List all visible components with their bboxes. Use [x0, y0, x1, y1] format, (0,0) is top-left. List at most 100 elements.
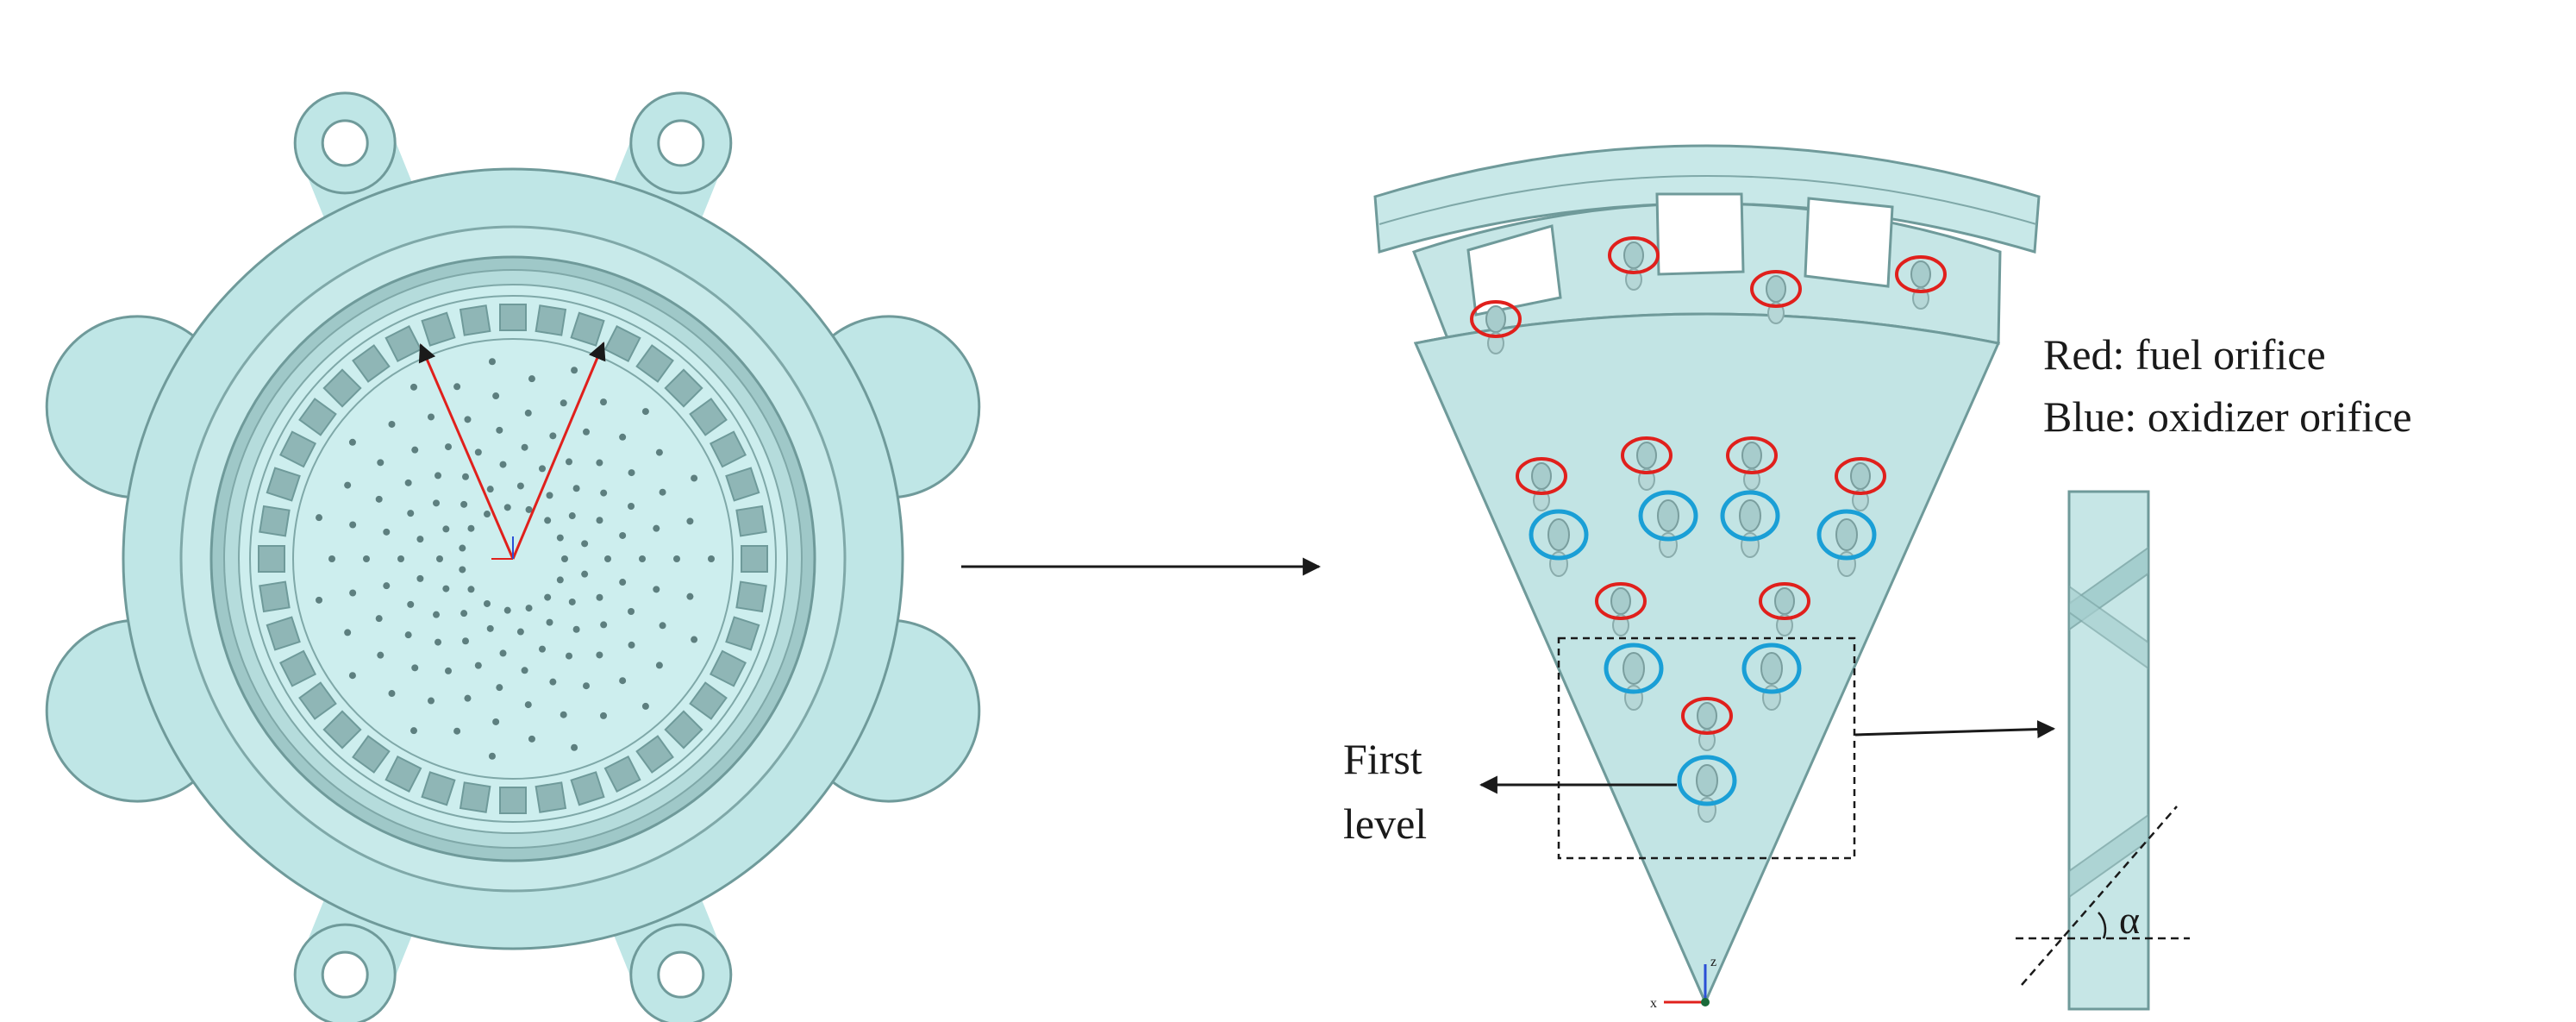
orifice-dot — [435, 638, 442, 646]
orifice-pair — [1760, 652, 1783, 685]
orifice-dot — [600, 398, 607, 406]
angle-ref-oblique — [2021, 806, 2178, 986]
coolant-slot-ring — [258, 304, 768, 814]
orifice-dot — [568, 512, 576, 520]
orifice-dot — [492, 718, 500, 725]
coolant-slot — [664, 710, 703, 749]
coolant-slot — [709, 649, 747, 687]
orifice-dot — [619, 677, 627, 685]
orifice-dot — [628, 641, 635, 649]
coolant-slot — [385, 324, 422, 363]
coolant-slot — [735, 505, 767, 537]
orifice-dot — [628, 608, 635, 616]
orifice-dot — [583, 682, 590, 690]
fuel-orifice-marker — [1759, 582, 1810, 620]
section-view-arrow — [1854, 720, 2056, 739]
fuel-orifice-marker — [1516, 457, 1567, 495]
orifice-pair — [1610, 587, 1631, 615]
coolant-slot — [709, 430, 747, 468]
orifice-dot — [344, 629, 352, 636]
orifice-dot — [653, 524, 660, 532]
orifice-dot — [556, 534, 564, 542]
orifice-dot — [486, 624, 494, 632]
orifice-dot — [686, 517, 694, 525]
coolant-slot — [278, 430, 317, 468]
orifice-dot — [492, 392, 500, 400]
orifice-dot — [600, 712, 607, 719]
orifice-dot — [411, 446, 419, 454]
sector-orifice-pairs — [1485, 241, 1931, 823]
coolant-slot — [603, 755, 641, 793]
orifice-dot — [581, 540, 589, 548]
orifice-dot — [560, 399, 567, 407]
orifice-dot — [528, 735, 535, 743]
sector-slot-3 — [1804, 197, 1894, 288]
orifice-pair — [1910, 260, 1931, 288]
orifice-dot — [328, 555, 335, 562]
orifice-pair — [1912, 287, 1929, 310]
orifice-dot — [316, 596, 323, 604]
sector-ray-right — [511, 342, 606, 560]
orifice-dot — [460, 500, 468, 508]
orifice-dot — [544, 517, 552, 524]
coolant-slot — [725, 467, 760, 502]
orifice-pair — [1743, 468, 1760, 491]
orifice-dot — [348, 672, 356, 680]
sector-slot-1 — [1466, 224, 1562, 317]
angle-alpha-label: α — [2119, 898, 2140, 942]
orifice-dot — [521, 443, 528, 451]
orifice-dot — [484, 599, 491, 607]
orifice-dot — [572, 625, 580, 633]
orifice-dot — [348, 438, 356, 446]
coolant-slot — [266, 616, 301, 651]
orifice-dot — [571, 743, 578, 751]
orifice-dot — [571, 367, 578, 374]
coolant-slot — [603, 324, 641, 363]
sector-ray-left — [418, 343, 515, 560]
orifice-dot — [639, 555, 646, 562]
coolant-slot — [535, 304, 567, 336]
orifice-dot — [488, 358, 496, 366]
coolant-slot — [689, 681, 728, 720]
axis-z-label: z — [1710, 955, 1716, 969]
angle-arc — [2098, 912, 2107, 939]
orifice-dot — [496, 426, 503, 434]
orifice-dot — [655, 661, 663, 669]
orifice-dot — [619, 531, 627, 539]
coolant-slot — [459, 304, 491, 336]
orifice-dot — [459, 544, 466, 552]
orifice-dot — [474, 661, 482, 669]
orifice-pair — [1657, 499, 1679, 532]
orifice-dot — [349, 521, 357, 529]
orifice-pair — [1696, 764, 1718, 797]
fuel-orifice-marker — [1595, 582, 1647, 620]
axis-x-label: x — [1650, 996, 1657, 1011]
orifice-pair — [1638, 468, 1655, 491]
orifice-pair — [1623, 652, 1645, 685]
coolant-slot — [635, 735, 674, 774]
orifice-dot — [549, 432, 557, 440]
orifice-dot — [388, 420, 396, 428]
orifice-dot — [428, 697, 435, 705]
orifice-pair — [1776, 614, 1793, 636]
orifice-dot — [549, 678, 557, 686]
oxidizer-orifice-marker — [1741, 643, 1802, 694]
orifice-dot — [383, 582, 391, 590]
orifice-dot — [484, 511, 491, 518]
oxidizer-orifice-marker — [1816, 509, 1877, 561]
coolant-slot — [385, 755, 422, 793]
orifice-dot — [453, 383, 461, 391]
orifice-dot — [407, 600, 415, 608]
orifice-dot — [556, 576, 564, 584]
lug-hole — [321, 950, 369, 999]
orifice-dot — [410, 383, 417, 391]
orifice-dot — [442, 585, 450, 593]
orifice-pair — [1547, 518, 1570, 551]
orifice-dot — [546, 492, 553, 499]
orifice-pair — [1739, 499, 1761, 532]
orifice-pattern — [316, 358, 715, 760]
lug-hole — [321, 119, 369, 167]
orifice-dot — [407, 510, 415, 517]
oxidizer-orifice-marker — [1638, 490, 1698, 542]
orifice-dot — [474, 448, 482, 456]
